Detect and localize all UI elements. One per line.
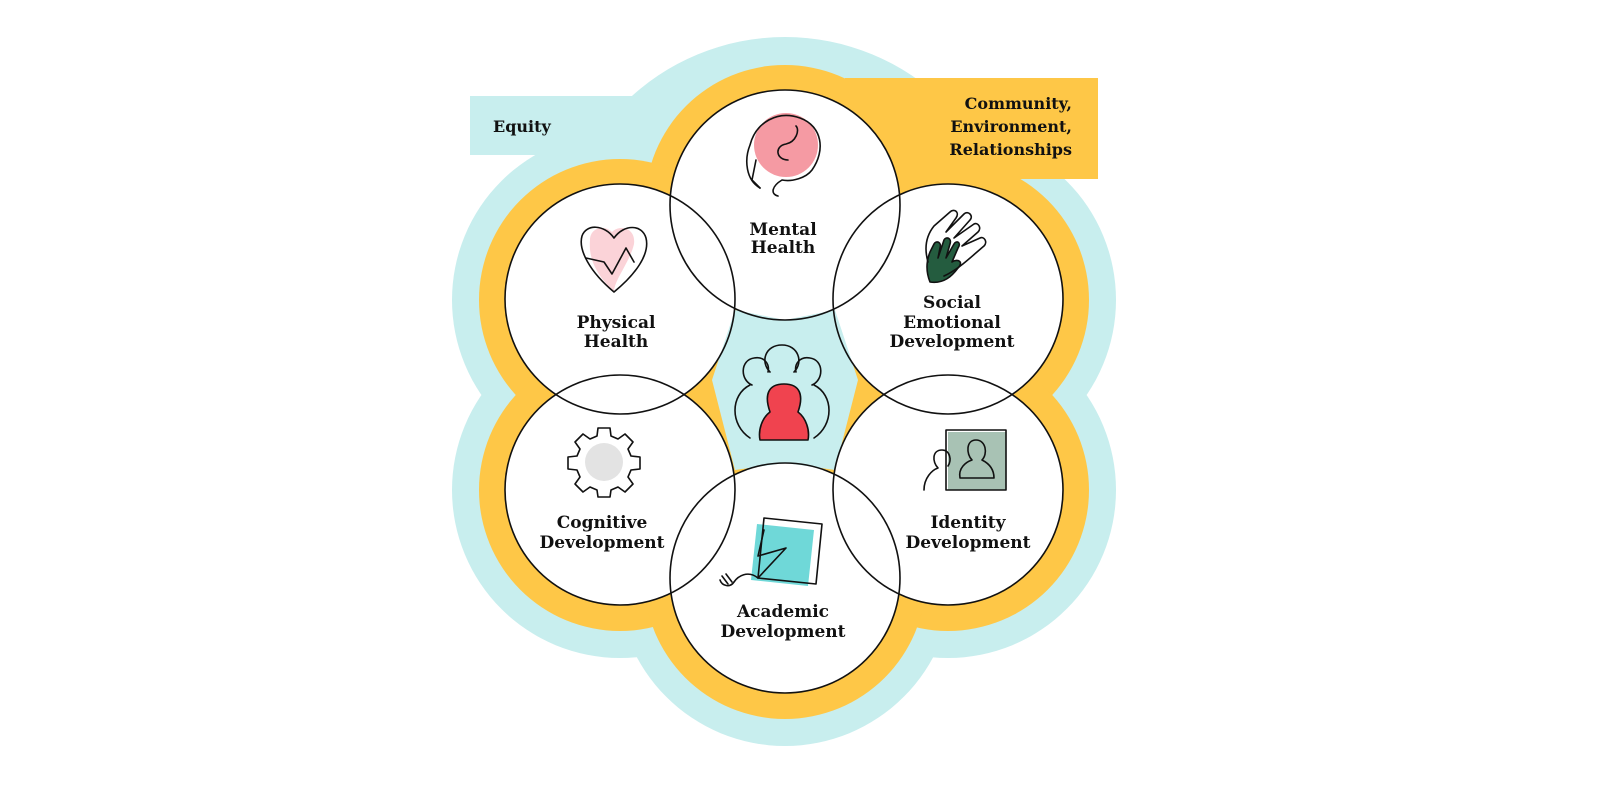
portrait-icon (923, 429, 1007, 491)
domain-label-line: Emotional (903, 313, 1001, 333)
domain-label-line: Mental (749, 220, 817, 240)
circle-cognitive (504, 374, 736, 606)
hands-icon (925, 209, 987, 284)
community-label-line: Relationships (949, 140, 1072, 159)
community-label-line: Community, (965, 94, 1072, 113)
domain-label-line: Physical (577, 313, 656, 333)
circle-mental-health (669, 89, 901, 321)
domain-identity: Identity Development (906, 429, 1031, 553)
domain-label-line: Health (584, 332, 649, 352)
equity-label: Equity (493, 117, 551, 136)
domain-label-line: Development (721, 622, 846, 642)
domain-label-line: Identity (930, 513, 1006, 533)
people-group-icon (734, 344, 830, 441)
circle-academic (669, 462, 901, 694)
circle-physical-health (504, 183, 736, 415)
domain-label-line: Academic (736, 602, 829, 622)
circle-social-emotional (832, 183, 1064, 415)
domain-label-line: Social (923, 293, 981, 313)
community-label: Community, Environment, Relationships (949, 94, 1072, 159)
domain-label-line: Development (890, 332, 1015, 352)
domain-label-line: Development (540, 533, 665, 553)
circle-identity (832, 374, 1064, 606)
paper-pen-icon (719, 517, 823, 587)
head-icon (746, 114, 821, 197)
gear-icon (567, 427, 641, 498)
community-label-line: Environment, (950, 117, 1072, 136)
heart-icon (580, 226, 648, 293)
person-figure (759, 384, 809, 440)
domain-label-line: Health (751, 238, 816, 258)
domain-label-line: Development (906, 533, 1031, 553)
domain-mental-health: Mental Health (746, 113, 821, 258)
domain-label-line: Cognitive (557, 513, 648, 533)
domain-cognitive: Cognitive Development (540, 427, 665, 553)
domain-academic: Academic Development (719, 517, 846, 642)
domain-physical-health: Physical Health (577, 226, 656, 352)
domain-circle-outlines (504, 89, 1064, 694)
equity-tag (470, 96, 675, 155)
domain-social-emotional: Social Emotional Development (890, 209, 1015, 352)
